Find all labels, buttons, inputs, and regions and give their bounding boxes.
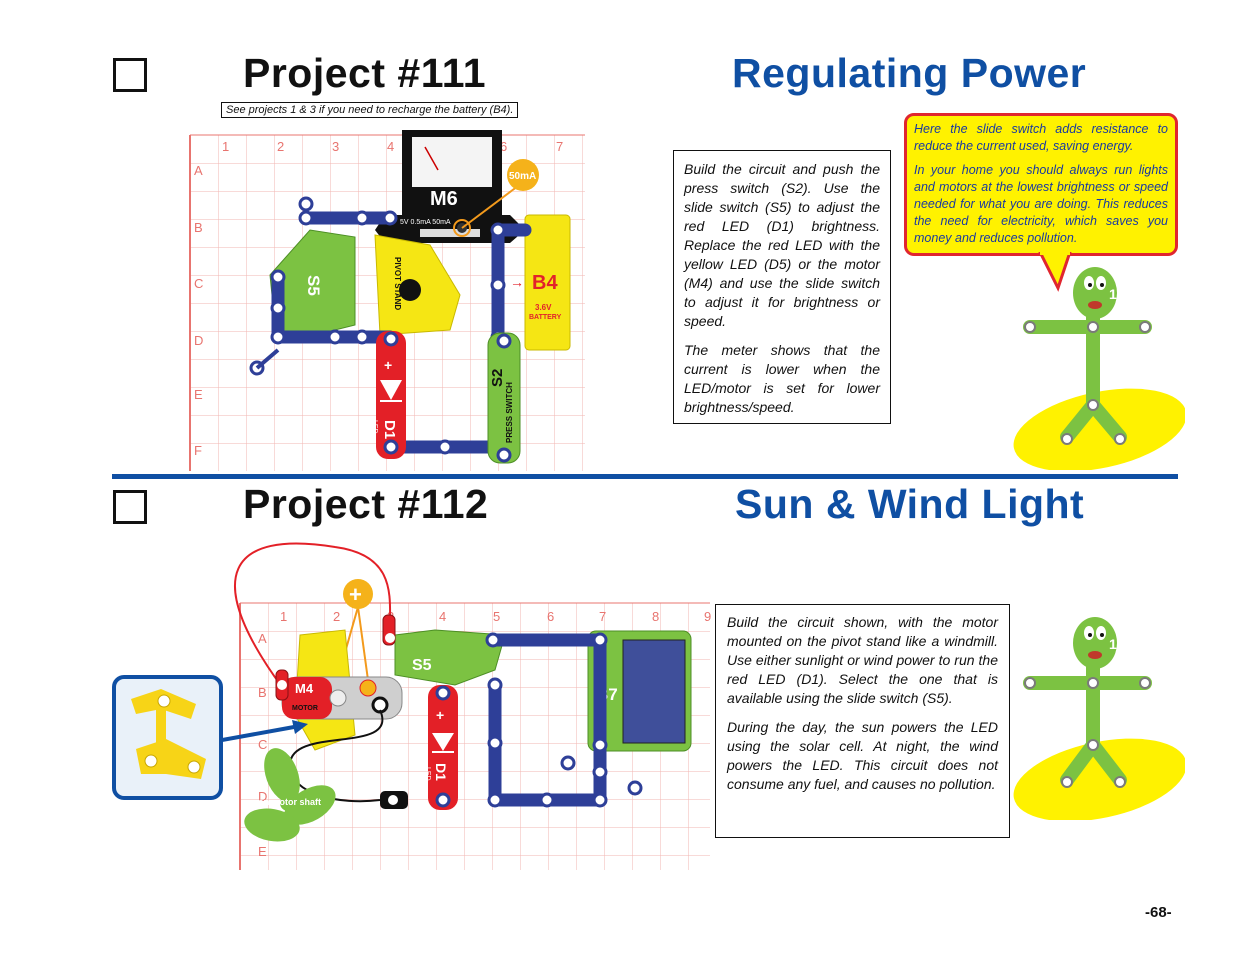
- led-d1: + D1 LED: [371, 331, 406, 459]
- slide-switch-label: S5: [304, 275, 323, 296]
- snappy-mascot-1: 1: [1013, 267, 1185, 470]
- plus-callout-label: +: [349, 582, 362, 607]
- row-label: F: [194, 443, 202, 458]
- svg-text:1: 1: [1109, 636, 1117, 652]
- col-label: 6: [500, 139, 507, 154]
- press-switch-s2: S2 PRESS SWITCH: [487, 332, 521, 464]
- page-number: -68-: [1145, 904, 1172, 921]
- motor-m4: M4 MOTOR: [281, 676, 403, 720]
- row-label: E: [194, 387, 203, 402]
- project-111-paragraph-1: Build the circuit and push the press swi…: [684, 161, 880, 329]
- col-label: 7: [556, 139, 563, 154]
- meter-range-callout-label: 50mA: [509, 171, 536, 182]
- project-112-circuit-diagram: 1 2 3 4 5 6 7 8 9 A B C D E + S5 M4 MOTO…: [233, 542, 711, 870]
- row-label: C: [194, 276, 203, 291]
- project-112-checkbox[interactable]: [113, 490, 147, 524]
- row-label: D: [258, 789, 267, 804]
- col-label: 4: [387, 139, 394, 154]
- col-label: 7: [599, 609, 606, 624]
- fan-caption: on motor shaft: [258, 797, 321, 807]
- battery-voltage: 3.6V: [535, 303, 552, 312]
- led-d1: + D1 LED: [424, 685, 458, 810]
- slide-switch-label: S5: [412, 657, 432, 674]
- section-divider: [112, 474, 1178, 479]
- project-111-instructions: Build the circuit and push the press swi…: [673, 150, 891, 424]
- red-jumper-wire: [233, 542, 392, 688]
- bubble-paragraph-1: Here the slide switch adds resistance to…: [914, 122, 1168, 153]
- snappy-mascot-2: 1: [1013, 617, 1185, 820]
- col-label: 3: [332, 139, 339, 154]
- row-label: B: [258, 685, 267, 700]
- plus-callout: [343, 579, 373, 609]
- battery-b4: B4 3.6V BATTERY →: [510, 214, 571, 351]
- motor-fan: [244, 748, 336, 842]
- row-label: B: [194, 220, 203, 235]
- svg-text:1: 1: [1109, 286, 1117, 302]
- col-label: 9: [704, 609, 711, 624]
- battery-label: B4: [532, 272, 558, 294]
- row-label: D: [194, 333, 203, 348]
- svg-text:+: +: [384, 357, 392, 373]
- slide-switch-s5: [394, 629, 506, 686]
- col-label: 1: [222, 139, 229, 154]
- bubble-paragraph-2: In your home you should always run light…: [914, 163, 1168, 245]
- svg-text:→: →: [510, 274, 524, 290]
- project-111-speech-bubble: Here the slide switch adds resistance to…: [904, 113, 1178, 256]
- led-word: LED: [371, 420, 378, 434]
- pivot-stand-photo: [131, 689, 206, 779]
- pivot-label: PIVOT STAND: [393, 257, 402, 310]
- col-label: 6: [547, 609, 554, 624]
- press-switch-word: PRESS SWITCH: [505, 382, 514, 443]
- project-112-paragraph-2: During the day, the sun powers the LED u…: [727, 719, 998, 792]
- project-111-subject-title: Regulating Power: [732, 50, 1087, 96]
- meter-range-callout: [507, 159, 539, 191]
- svg-text:+: +: [436, 707, 444, 723]
- col-label: 1: [280, 609, 287, 624]
- led-label: D1: [433, 763, 449, 781]
- row-label: C: [258, 737, 267, 752]
- motor-word: MOTOR: [292, 705, 318, 712]
- led-word: LED: [424, 767, 431, 781]
- project-111-number-title: Project #111: [243, 50, 487, 96]
- motor-label: M4: [295, 681, 314, 696]
- row-label: E: [258, 844, 267, 859]
- meter-label: M6: [430, 188, 458, 210]
- project-112-subject-title: Sun & Wind Light: [735, 481, 1085, 527]
- project-112-number-title: Project #112: [243, 481, 489, 527]
- col-label: 5: [493, 609, 500, 624]
- meter-scale: 5V 0.5mA 50mA: [400, 219, 451, 226]
- project-111-paragraph-2: The meter shows that the current is lowe…: [684, 342, 880, 415]
- col-label: 4: [439, 609, 446, 624]
- led-label: D1: [381, 420, 398, 439]
- project-112-instructions: Build the circuit shown, with the motor …: [715, 604, 1010, 838]
- project-111-checkbox[interactable]: [113, 58, 147, 92]
- col-label: 2: [333, 609, 340, 624]
- col-label: 2: [277, 139, 284, 154]
- battery-recharge-note: See projects 1 & 3 if you need to rechar…: [221, 102, 519, 118]
- solar-cell-b7: B7 +: [587, 630, 692, 752]
- inset-arrow: [222, 720, 308, 742]
- pivot-stand-inset: [112, 675, 223, 800]
- press-switch-label: S2: [489, 369, 506, 387]
- col-label: 8: [652, 609, 659, 624]
- battery-word: BATTERY: [529, 314, 562, 321]
- row-label: A: [258, 631, 267, 646]
- speech-bubble-tail: [1038, 252, 1072, 292]
- project-112-paragraph-1: Build the circuit shown, with the motor …: [727, 614, 998, 706]
- project-111-circuit-diagram: 1 2 3 4 5 6 7 A B C D E F M6 5V 0.5mA 50…: [189, 130, 585, 471]
- row-label: A: [194, 163, 203, 178]
- meter-m6: M6 5V 0.5mA 50mA: [375, 130, 525, 243]
